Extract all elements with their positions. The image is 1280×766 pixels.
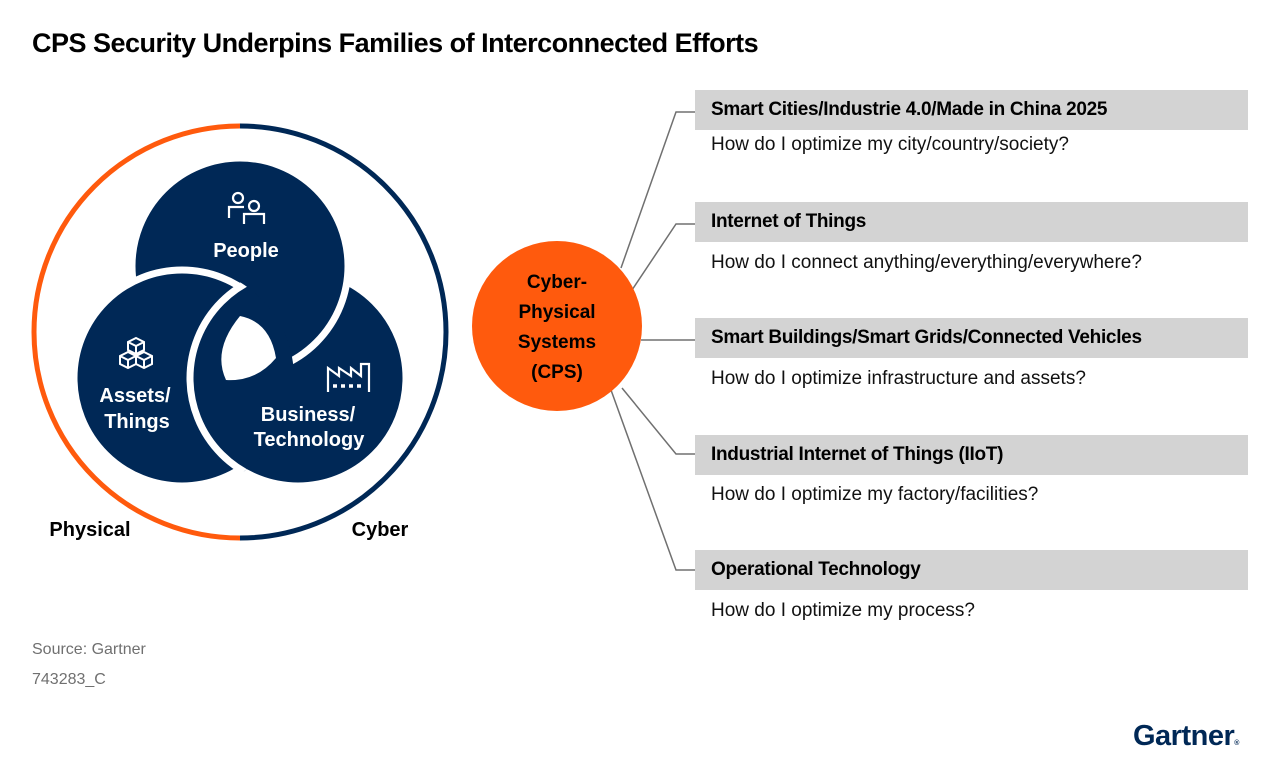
effort-question-3: How do I optimize infrastructure and ass…	[711, 368, 1086, 389]
connector-5	[610, 389, 696, 571]
hub-label-line1: Cyber-	[527, 272, 587, 293]
people-label: People	[213, 240, 279, 262]
connector-4	[621, 387, 696, 455]
assets-label-line1: Assets/	[99, 385, 171, 407]
cps-hub-circle	[472, 241, 642, 411]
connector-2	[631, 223, 696, 291]
effort-question-4: How do I optimize my factory/facilities?	[711, 484, 1039, 505]
center-hole	[221, 316, 276, 381]
connector-1	[620, 111, 696, 269]
gartner-logo-text: Gartner	[1133, 720, 1235, 752]
outer-ring-cyber	[239, 123, 449, 541]
effort-heading-text: Operational Technology	[711, 559, 921, 580]
effort-question-1: How do I optimize my city/country/societ…	[711, 134, 1069, 155]
effort-heading-4: Industrial Internet of Things (IIoT)	[695, 435, 1248, 475]
factory-icon	[326, 362, 371, 392]
hub-label-line2: Physical	[518, 302, 595, 323]
effort-heading-text: Smart Cities/Industrie 4.0/Made in China…	[711, 99, 1108, 120]
effort-question-5: How do I optimize my process?	[711, 600, 975, 621]
effort-heading-2: Internet of Things	[695, 202, 1248, 242]
figure-id: 743283_C	[32, 671, 106, 688]
hub-label-line3: Systems	[518, 332, 596, 353]
effort-heading-text: Industrial Internet of Things (IIoT)	[711, 444, 1004, 465]
connectors	[610, 111, 696, 571]
effort-question-2: How do I connect anything/everything/eve…	[711, 252, 1142, 273]
hub-label-line4: (CPS)	[531, 362, 583, 383]
assets-label-line2: Things	[104, 411, 170, 433]
page-title: CPS Security Underpins Families of Inter…	[32, 28, 759, 58]
gartner-logo: Gartner®	[1133, 720, 1239, 753]
physical-label: Physical	[49, 519, 130, 541]
registered-mark: ®	[1234, 740, 1239, 747]
interlocking-circles	[70, 154, 410, 490]
effort-heading-text: Internet of Things	[711, 211, 867, 232]
effort-heading-5: Operational Technology	[695, 550, 1248, 590]
source-note: Source: Gartner	[32, 641, 146, 658]
effort-heading-1: Smart Cities/Industrie 4.0/Made in China…	[695, 90, 1248, 130]
effort-heading-3: Smart Buildings/Smart Grids/Connected Ve…	[695, 318, 1248, 358]
effort-heading-text: Smart Buildings/Smart Grids/Connected Ve…	[711, 327, 1142, 348]
business-label-line2: Technology	[254, 429, 366, 451]
business-label-line1: Business/	[261, 404, 356, 426]
outer-ring-physical	[31, 123, 241, 541]
people-icon	[227, 191, 266, 224]
cyber-label: Cyber	[352, 519, 409, 541]
cubes-icon	[119, 336, 153, 370]
